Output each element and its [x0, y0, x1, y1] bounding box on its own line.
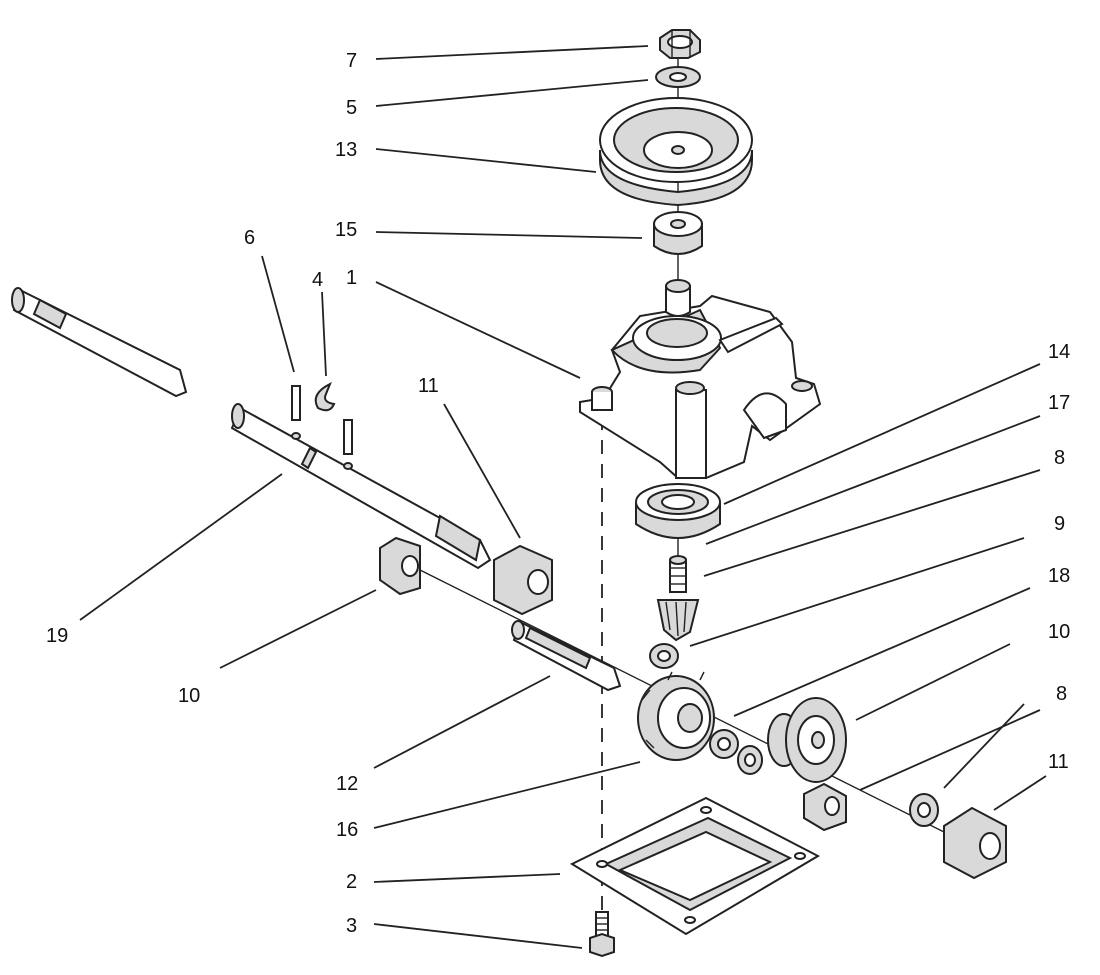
callout-7: 7: [346, 50, 357, 72]
callout-5: 5: [346, 97, 357, 119]
e-clip-part: [314, 381, 336, 412]
housing-part: [579, 279, 822, 479]
callout-15: 15: [335, 219, 357, 241]
callout-19: 19: [46, 625, 68, 647]
bolt-part: [589, 911, 615, 958]
callout-11-right: 11: [1048, 751, 1069, 773]
callout-8-bottom: 8: [1056, 683, 1067, 705]
bushing-left-part: [379, 536, 421, 596]
bushing-11-right-part: [943, 806, 1007, 880]
washer-part: [655, 66, 701, 88]
washer-right-part: [909, 793, 939, 827]
callout-12: 12: [336, 773, 358, 795]
bushing-right-part: [803, 782, 847, 832]
roll-pin-part: [291, 385, 353, 470]
callout-9: 9: [1054, 513, 1065, 535]
bearing-part: [635, 483, 721, 539]
callout-6: 6: [244, 227, 255, 249]
callout-18: 18: [1048, 565, 1070, 587]
bushing-part: [653, 211, 703, 255]
callout-17: 17: [1048, 392, 1070, 414]
callout-2: 2: [346, 871, 357, 893]
callout-3: 3: [346, 915, 357, 937]
leader-lines: [79, 45, 1047, 949]
bushing-11-left-part: [493, 544, 553, 616]
cover-plate-part: [569, 796, 821, 936]
callout-1: 1: [346, 267, 357, 289]
drive-shaft-part: [11, 287, 188, 398]
output-shaft-part: [511, 620, 622, 692]
bevel-gear-part: [637, 671, 715, 761]
callout-10-left: 10: [178, 685, 200, 707]
washer-gears-part: [709, 729, 763, 775]
nut-part: [659, 29, 701, 59]
axle-shaft-part: [230, 403, 492, 570]
callout-10-right: 10: [1048, 621, 1070, 643]
callout-16: 16: [336, 819, 358, 841]
thrust-washer-part: [649, 643, 679, 669]
pinion-part: [656, 555, 700, 642]
spur-gear-part: [767, 697, 847, 783]
callout-13: 13: [335, 139, 357, 161]
callout-4: 4: [312, 269, 323, 291]
pulley-part: [599, 97, 753, 207]
callout-14: 14: [1048, 341, 1070, 363]
callout-11-left: 11: [418, 375, 439, 397]
callout-8-top: 8: [1054, 447, 1065, 469]
callout-labels: 7 5 13 15 1 6 4 14 17 8 11 9 18 10 19 10…: [46, 50, 1070, 937]
